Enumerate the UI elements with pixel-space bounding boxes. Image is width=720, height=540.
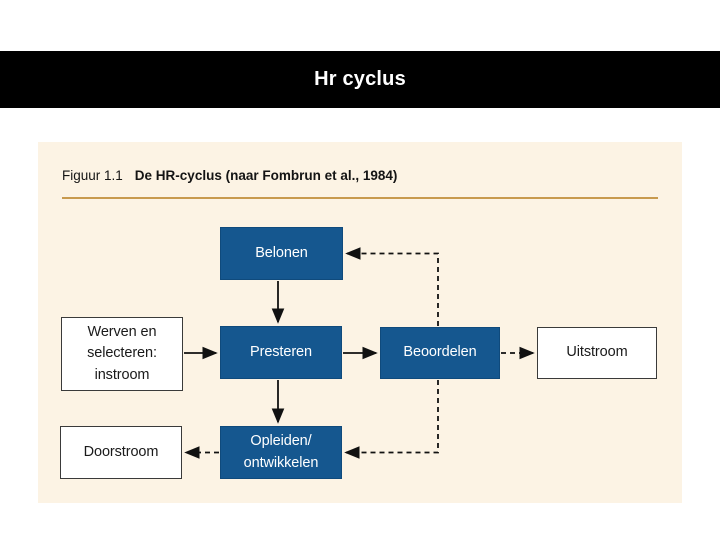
node-beoordelen-label: Beoordelen <box>403 344 477 361</box>
node-beoordelen: Beoordelen <box>380 327 500 379</box>
node-opleiden-ontwikkelen: Opleiden/ ontwikkelen <box>220 426 342 479</box>
arrow-beoordelen-belonen <box>345 247 439 326</box>
slide-title-bar: Hr cyclus <box>0 51 720 108</box>
node-doorstroom-label: Doorstroom <box>83 443 159 460</box>
arrow-beoordelen-opleiden <box>344 380 439 459</box>
slide-title: Hr cyclus <box>314 68 406 90</box>
node-werven-label: Werven en selecteren: instroom <box>87 324 157 383</box>
node-werven-selecteren-instroom: Werven en selecteren: instroom <box>61 317 183 391</box>
figure-panel: Figuur 1.1 De HR-cyclus (naar Fombrun et … <box>38 142 682 503</box>
node-presteren: Presteren <box>220 326 342 379</box>
figure-caption-label: Figuur 1.1 <box>62 168 123 183</box>
node-opleiden-label: Opleiden/ ontwikkelen <box>243 433 319 471</box>
node-presteren-label: Presteren <box>250 343 312 360</box>
node-belonen: Belonen <box>220 227 343 280</box>
figure-caption: Figuur 1.1 De HR-cyclus (naar Fombrun et … <box>62 168 397 183</box>
node-doorstroom: Doorstroom <box>60 426 182 479</box>
figure-caption-title: De HR-cyclus (naar Fombrun et al., 1984) <box>134 168 398 183</box>
node-belonen-label: Belonen <box>255 244 308 261</box>
caption-rule <box>62 197 658 199</box>
node-uitstroom: Uitstroom <box>537 327 657 379</box>
hr-cycle-diagram: Belonen Werven en selecteren: instroom P… <box>38 142 682 503</box>
node-uitstroom-label: Uitstroom <box>566 344 628 361</box>
